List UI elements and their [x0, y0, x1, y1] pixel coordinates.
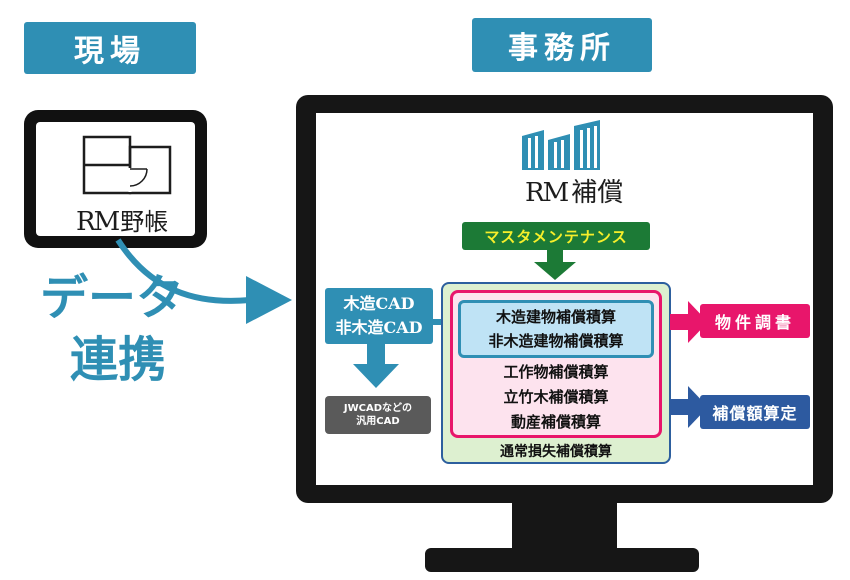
cad-nonwood-label: 非木造CAD: [335, 318, 423, 337]
master-maintenance-box: マスタメンテナンス: [462, 222, 650, 250]
generic-cad-box: JWCADなどの 汎用CAD: [325, 396, 431, 434]
general-loss-label: 通常損失補償積算: [500, 444, 612, 460]
generic-cad-line1: JWCADなどの: [343, 403, 413, 414]
cad-wood-label: 木造CAD: [343, 294, 415, 313]
monitor-base: [425, 548, 699, 572]
data-label: データ: [40, 270, 185, 326]
app-logo: RM 補償: [525, 172, 623, 209]
down-arrow-icon: [534, 250, 576, 280]
building-logo-icon: [522, 120, 600, 170]
rm-logo-mark: RM: [76, 207, 120, 237]
right-arrow-icon: [670, 386, 708, 428]
cad-box: 木造CAD 非木造CAD: [325, 288, 433, 344]
link-label: 連携: [70, 332, 167, 388]
generic-cad-line2: 汎用CAD: [356, 416, 400, 427]
building-compensation-box: 木造建物補償積算 非木造建物補償積算: [458, 300, 654, 358]
list-item: 立竹木補償積算: [503, 387, 609, 406]
rm-logo-mark: RM: [525, 178, 569, 208]
compensation-assessment-box: 補償額算定: [700, 395, 810, 429]
floor-plan-icon: [82, 135, 172, 195]
down-arrow-icon: [353, 344, 399, 388]
tablet-product-name: 野帳: [120, 208, 169, 236]
site-header: 現場: [24, 22, 196, 74]
tablet-logo: RM 野帳: [76, 202, 168, 237]
tablet: RM 野帳: [24, 110, 207, 248]
office-header: 事務所: [472, 18, 652, 72]
nonwood-building-label: 非木造建物補償積算: [488, 332, 624, 350]
tablet-screen: RM 野帳: [36, 122, 195, 237]
list-item: 動産補償積算: [510, 412, 601, 431]
property-document-box: 物件調書: [700, 304, 810, 338]
monitor-neck: [512, 503, 617, 553]
other-compensation-list: 工作物補償積算 立竹木補償積算 動産補償積算: [458, 360, 654, 434]
list-item: 工作物補償積算: [503, 362, 609, 381]
right-arrow-icon: [670, 301, 708, 343]
wood-building-label: 木造建物補償積算: [495, 308, 616, 326]
app-product-name: 補償: [571, 178, 624, 208]
